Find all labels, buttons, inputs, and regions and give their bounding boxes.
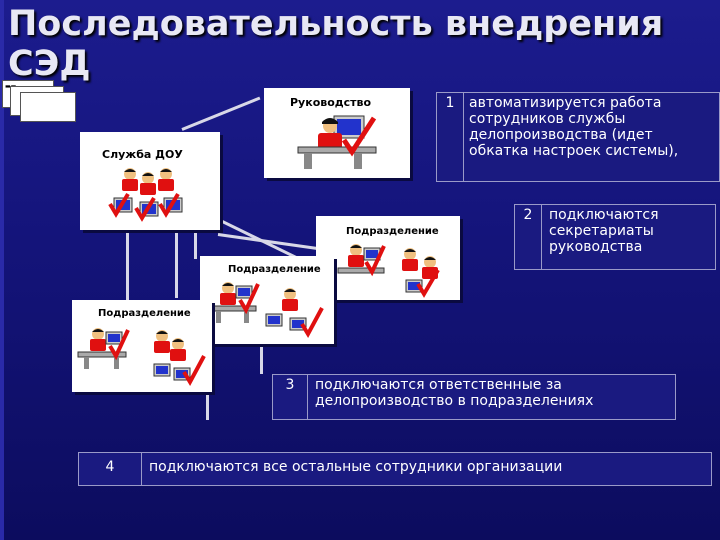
step-1-text: автоматизируется работа сотрудников служ… <box>469 95 679 159</box>
step-2-text: подключаются секретариаты руководства <box>549 207 659 255</box>
manager-workstation-icon <box>297 115 377 169</box>
dou-service-label: Служба ДОУ <box>102 148 183 161</box>
slide-edge-strip <box>0 0 4 540</box>
division-staff-icon-bottom <box>77 328 206 387</box>
management-label: Руководство <box>290 96 372 109</box>
division-box-bottom: Подразделение <box>72 300 212 392</box>
step-4-number: 4 <box>79 453 142 485</box>
step-2: 2 подключаются секретариаты руководства <box>514 204 716 270</box>
division-label-top: Подразделение <box>346 226 439 237</box>
dou-service-box: Служба ДОУ <box>80 132 220 230</box>
slide-title: Последовательность внедрения СЭД <box>8 4 664 84</box>
step-2-number: 2 <box>515 205 542 269</box>
step-1-number: 1 <box>437 93 464 181</box>
step-4-text: подключаются все остальные сотрудники ор… <box>149 459 563 475</box>
division-label-middle: Подразделение <box>228 264 321 275</box>
division-box-middle: Подразделение <box>200 256 334 344</box>
step-3-number: 3 <box>273 375 308 419</box>
division-staff-icon-top <box>337 244 440 298</box>
division-label-bottom: Подразделение <box>98 308 191 319</box>
division-box-top: Подразделение <box>316 216 460 300</box>
step-4: 4 подключаются все остальные сотрудники … <box>78 452 712 486</box>
division-staff-icon-middle <box>209 282 324 339</box>
step-1: 1 автоматизируется работа сотрудников сл… <box>436 92 720 182</box>
step-3-text: подключаются ответственные за делопроизв… <box>315 377 594 409</box>
office-staff-group-icon <box>108 168 183 222</box>
management-box: Руководство <box>264 88 410 178</box>
step-3: 3 подключаются ответственные за делопрои… <box>272 374 676 420</box>
